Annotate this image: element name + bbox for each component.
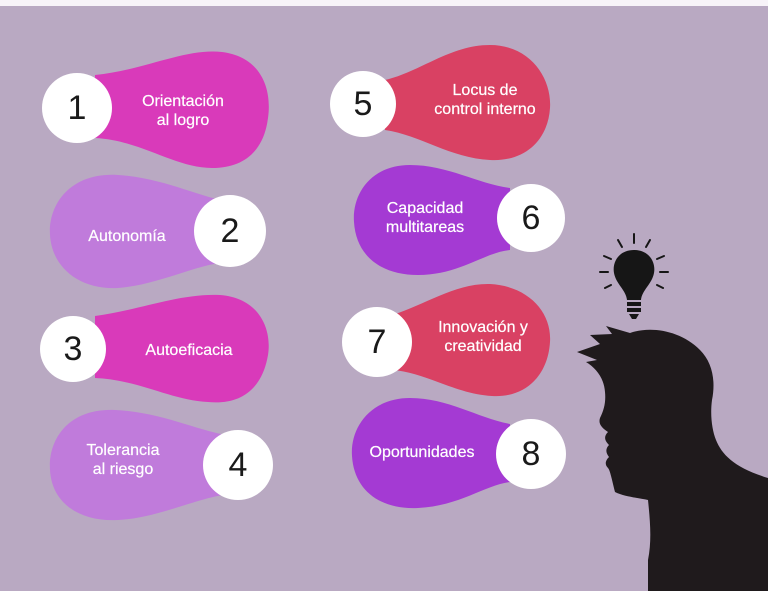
item-label-2: Autonomía	[88, 228, 166, 245]
item-number-5: 5	[353, 85, 373, 123]
item-number-6: 6	[521, 199, 541, 237]
bubble-shape-1	[95, 51, 269, 169]
bubble-shape-3	[95, 294, 269, 403]
item-number-4: 4	[228, 446, 248, 484]
bubble-item-7	[342, 283, 551, 397]
number-circle-4	[203, 430, 273, 500]
item-number-1: 1	[67, 89, 87, 127]
bubble-shape-2	[49, 174, 232, 289]
bubble-shape-5	[385, 45, 551, 161]
number-circle-3	[40, 316, 106, 382]
item-label-8: Oportunidades	[369, 444, 475, 461]
person-head-silhouette	[577, 326, 768, 591]
bubble-shape-4	[49, 409, 232, 521]
item-number-2: 2	[220, 212, 240, 250]
bubble-item-1	[42, 51, 269, 169]
bubble-shape-7	[392, 283, 551, 397]
number-circle-2	[194, 195, 266, 267]
number-circle-6	[497, 184, 565, 252]
item-label-6: Capacidad multitareas	[385, 200, 465, 236]
item-label-5: Locus de control interno	[434, 82, 536, 118]
item-label-3: Autoeficacia	[145, 342, 233, 359]
bubble-shape-6	[353, 165, 510, 275]
bubble-item-6	[353, 165, 565, 275]
number-circle-8	[496, 419, 566, 489]
number-circle-7	[342, 307, 412, 377]
item-label-7: Innovación y creatividad	[438, 319, 528, 355]
bubble-item-4	[49, 409, 273, 521]
bubble-item-8	[351, 398, 566, 509]
item-number-3: 3	[63, 330, 83, 368]
number-circle-1	[42, 73, 112, 143]
item-label-1: Orientación al logro	[142, 93, 224, 129]
item-number-8: 8	[521, 435, 541, 473]
item-number-7: 7	[367, 323, 387, 361]
lightbulb-icon	[599, 233, 669, 319]
bubble-item-2	[49, 174, 266, 289]
bubble-shape-8	[351, 398, 510, 509]
number-circle-5	[330, 71, 396, 137]
item-label-4: Tolerancia al riesgo	[86, 442, 160, 478]
bubble-item-5	[330, 45, 551, 161]
bubble-item-3	[40, 294, 269, 403]
